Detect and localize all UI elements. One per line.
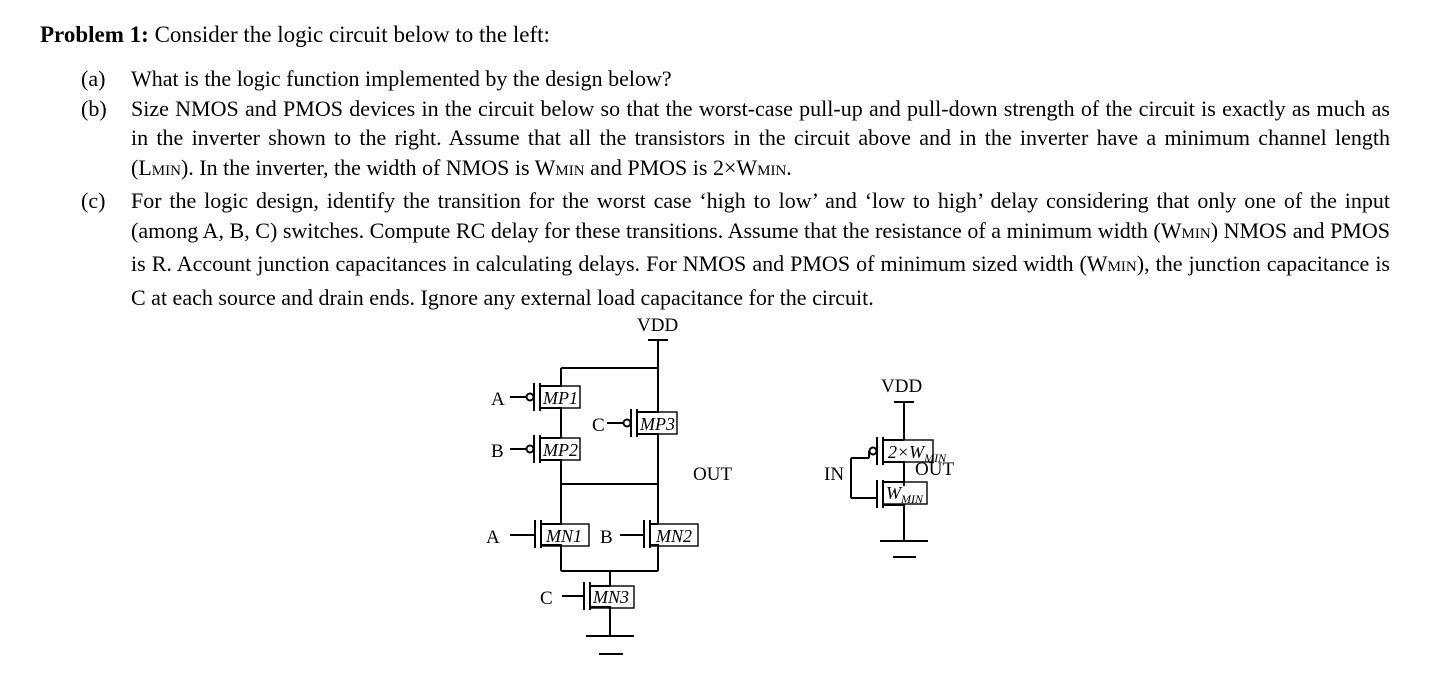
part-c-text-2: ) NMOS and PMOS is R. Account junction c… [131, 217, 1390, 277]
transistor-mn2: B MN2 [600, 520, 699, 571]
problem-intro: Consider the logic circuit below to the … [154, 22, 550, 47]
problem-1: Problem 1: Consider the logic circuit be… [40, 20, 1400, 312]
ground-symbol [586, 635, 634, 655]
part-b-text-3: and PMOS is 2×W [584, 154, 758, 180]
inverter-in-label: IN [824, 464, 844, 485]
part-c-label: (c) [81, 188, 106, 213]
part-c-text-3: ), the junction capacitance is C at each… [131, 251, 1390, 310]
part-b-text-4: . [786, 154, 792, 180]
inverter-ground-symbol [880, 540, 928, 558]
mp1-label: MP1 [542, 388, 578, 408]
reference-inverter: VDD 2×WMIN IN OUT WMIN [824, 376, 954, 558]
mp2-gate-label: B [491, 441, 504, 462]
part-b-text: Size NMOS and PMOS devices in the circui… [131, 94, 1390, 187]
mn3-gate-label: C [540, 588, 553, 609]
part-c-sub-1: MIN [1181, 225, 1211, 242]
part-a-label: (a) [81, 66, 106, 91]
part-b-sub-2: MIN [555, 162, 585, 179]
part-b-text-1: Size NMOS and PMOS devices in the circui… [131, 95, 1390, 180]
inverter-vdd-label: VDD [881, 376, 922, 397]
problem-title: Problem 1: Consider the logic circuit be… [40, 20, 1400, 50]
transistor-mp1: A MP1 [491, 368, 581, 438]
part-c: (c) For the logic design, identify the t… [40, 186, 1400, 312]
mp3-label: MP3 [639, 414, 675, 434]
transistor-mp2: B MP2 [491, 435, 581, 484]
logic-circuit: VDD A MP1 B MP2 C MP3 [486, 315, 732, 655]
part-b-label: (b) [81, 95, 107, 121]
vdd-label: VDD [637, 315, 678, 336]
part-c-text: For the logic design, identify the trans… [131, 186, 1390, 312]
mn2-label: MN2 [655, 526, 692, 546]
part-b-sub-3: MIN [757, 162, 787, 179]
part-c-text-1: For the logic design, identify the trans… [131, 188, 1390, 243]
inverter-vdd-rail [894, 401, 914, 440]
out-label: OUT [693, 464, 732, 485]
transistor-mn1: A MN1 [486, 484, 590, 571]
part-c-sub-2: MIN [1107, 259, 1137, 275]
transistor-mp3: C MP3 [592, 368, 678, 484]
vdd-rail [561, 339, 668, 369]
problem-heading: Problem 1: [40, 22, 149, 47]
transistor-mn3: C MN3 [540, 582, 635, 636]
mn1-gate-label: A [486, 527, 500, 548]
mp1-gate-label: A [491, 389, 505, 410]
mp2-label: MP2 [542, 440, 578, 460]
mn2-gate-label: B [600, 527, 613, 548]
mn3-label: MN3 [592, 587, 629, 607]
inverter-pmos: 2×WMIN [868, 437, 947, 482]
mn1-label: MN1 [545, 526, 582, 546]
part-b: (b) Size NMOS and PMOS devices in the ci… [40, 94, 1400, 187]
part-b-sub-1: MIN [151, 162, 181, 179]
part-a: (a) What is the logic function implement… [40, 64, 1400, 94]
mp3-gate-label: C [592, 415, 605, 436]
inverter-out-label: OUT [915, 459, 954, 480]
inverter-nmos: WMIN [876, 480, 928, 541]
part-b-text-2: ). In the inverter, the width of NMOS is… [180, 154, 556, 180]
inverter-nmos-width: WMIN [886, 483, 924, 506]
part-a-text: What is the logic function implemented b… [131, 66, 672, 91]
inverter-pmos-width: 2×WMIN [888, 442, 947, 465]
